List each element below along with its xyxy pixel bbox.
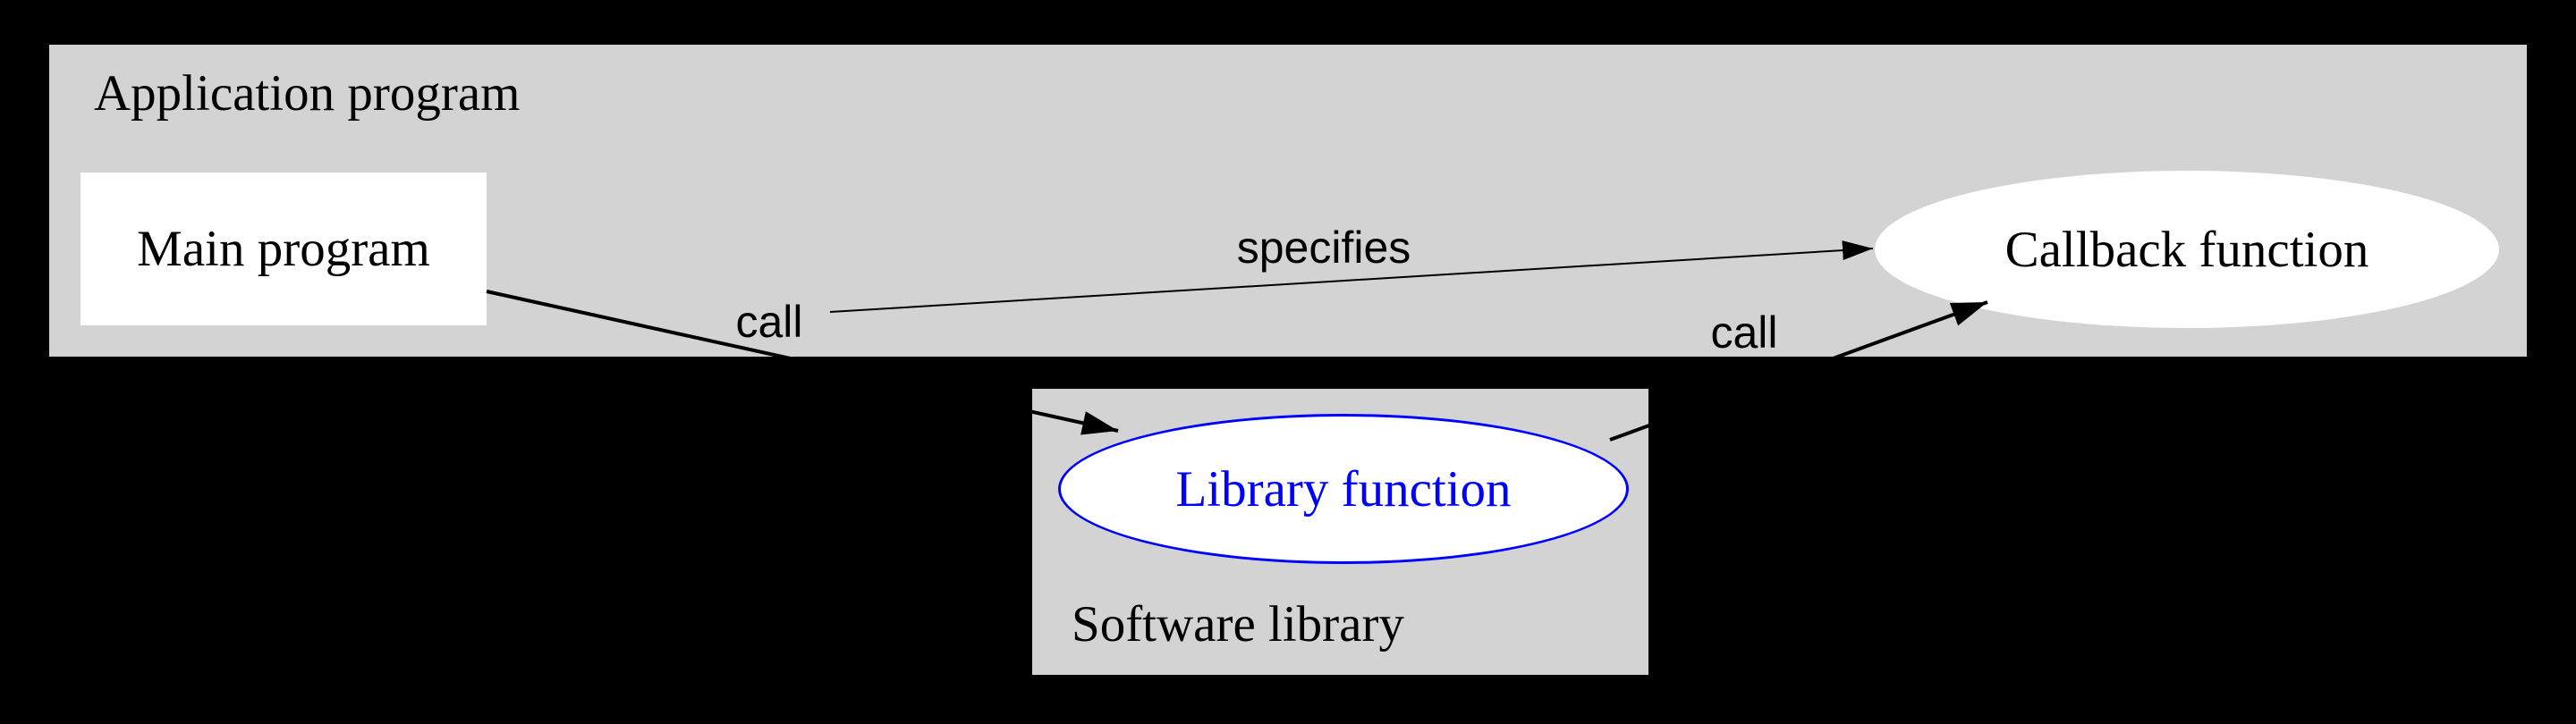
node-callback-function: Callback function	[1875, 171, 2499, 328]
cluster-label-software-library: Software library	[1072, 596, 1404, 652]
edge-label-specifies: specifies	[1236, 223, 1411, 273]
node-main-program: Main program	[80, 173, 487, 325]
edge-label-call-main-to-library: call	[735, 297, 803, 347]
cluster-label-application-program: Application program	[94, 65, 521, 122]
node-library-function: Library function	[1058, 414, 1629, 564]
edge-label-call-library-to-callback: call	[1710, 307, 1778, 358]
